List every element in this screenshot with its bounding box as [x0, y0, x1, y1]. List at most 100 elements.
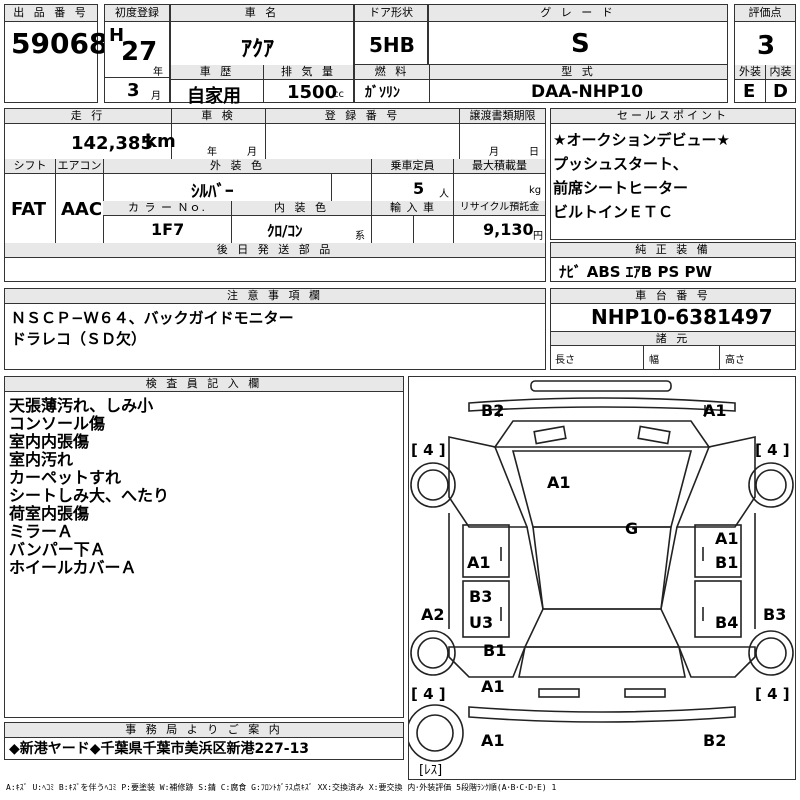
mark-g: G	[625, 519, 639, 538]
mark-b2-top: B2	[481, 401, 505, 420]
score-cell: 評価点 3 外装 内装 E D	[734, 4, 796, 103]
grade: S	[571, 29, 590, 59]
capacity-label: 乗車定員	[371, 159, 453, 174]
ext-color-label: 外 装 色	[103, 159, 371, 174]
mark-a1-top: A1	[703, 401, 727, 420]
transfer-doc-label: 譲渡書類期限	[459, 109, 545, 124]
grade-label: グ レ ー ド	[429, 5, 727, 22]
car-name-cell: 車 名 ｱｸｱ 車 歴 排 気 量 自家用 1500 cc	[170, 4, 354, 107]
sales-line-4: ビルトインＥＴＣ	[553, 203, 674, 221]
int-color: ｸﾛ/ｺﾝ	[267, 222, 303, 240]
fuel: ｶﾞｿﾘﾝ	[365, 85, 400, 101]
inspector-label: 検 査 員 記 入 欄	[5, 377, 403, 392]
inspector-line-9: バンパー下Ａ	[9, 540, 106, 559]
tire-tread-front-left: [ 4 ]	[411, 441, 446, 459]
chassis-box: 車 台 番 号 NHP10-6381497 諸 元 長さ 幅 高さ	[550, 288, 796, 370]
max-load-unit: kg	[529, 185, 542, 196]
lot-number-cell: 出 品 番 号 59068	[4, 4, 108, 103]
inspector-line-1: 天張薄汚れ、しみ小	[9, 396, 154, 415]
model-label: 型 式	[429, 65, 727, 80]
dims-label: 諸 元	[551, 331, 795, 346]
car-outline-diagram	[409, 380, 794, 762]
inspection-label: 車 検	[171, 109, 265, 124]
capacity: 5	[413, 179, 425, 198]
recycle-label: リサイクル預託金	[453, 201, 545, 216]
mark-b2-bottom: B2	[703, 731, 727, 750]
displacement-unit: cc	[333, 89, 344, 100]
equipment-box: 純 正 装 備 ﾅﾋﾞ ABS ｴｱB PS PW	[550, 242, 796, 282]
transfer-month: 月	[489, 147, 499, 158]
office-box: 事 務 局 よ り ご 案 内 ◆新港ヤード◆千葉県千葉市美浜区新港227-13	[4, 722, 404, 760]
notes-line-2: ドラレコ（ＳＤ欠）	[11, 330, 147, 348]
width-label: 幅	[649, 355, 659, 366]
int-grade-label: 内装	[765, 65, 795, 80]
first-registration-label: 初度登録	[105, 5, 169, 22]
int-color-unit: 系	[355, 231, 365, 242]
mark-a2-left: A2	[421, 605, 445, 624]
inspector-line-6: シートしみ大、へたり	[9, 486, 170, 505]
mark-b3-right: B3	[763, 605, 787, 624]
reg-year: 27	[121, 37, 158, 67]
mark-a1-bottom: A1	[481, 731, 505, 750]
reg-no-label: 登 録 番 号	[265, 109, 459, 124]
displacement-label: 排 気 量	[263, 65, 353, 80]
displacement: 1500	[287, 82, 338, 103]
door-label: ドア形状	[355, 5, 427, 22]
ac: AAC	[61, 199, 103, 220]
ac-label: エアコン	[55, 159, 103, 174]
mark-a1-left-front: A1	[467, 553, 491, 572]
sales-point-label: セールスポイント	[551, 109, 795, 124]
score: 3	[757, 31, 776, 61]
height-label: 高さ	[725, 355, 745, 366]
tire-tread-rear-right: [ 4 ]	[755, 685, 790, 703]
sales-line-1: ★オークションデビュー★	[553, 131, 730, 149]
ext-color: ｼﾙﾊﾞｰ	[191, 182, 234, 202]
inspector-line-7: 荷室内張傷	[9, 504, 90, 523]
inspector-line-5: カーペットすれ	[9, 468, 122, 487]
int-color-label: 内 装 色	[231, 201, 371, 216]
notes-line-1: ＮＳＣＰ−Ｗ６４、バックガイドモニター	[11, 309, 294, 327]
mileage: 142,385	[71, 133, 153, 154]
tire-tread-front-right: [ 4 ]	[755, 441, 790, 459]
top-info-box: 出 品 番 号 59068 初度登録 H 27 年 3 月 車 名 ｱｸｱ 車 …	[4, 4, 796, 107]
mark-a1-roof: A1	[547, 473, 571, 492]
sales-line-2: プッシュスタート、	[553, 155, 688, 173]
era: H	[109, 25, 125, 46]
sales-point-box: セールスポイント ★オークションデビュー★ プッシュスタート、 前席シートヒータ…	[550, 108, 796, 240]
color-no-label: カ ラ ー Ｎｏ.	[103, 201, 231, 216]
spare-tire-label: [ﾚｽ]	[419, 763, 443, 778]
mileage-unit: km	[145, 131, 176, 152]
notes-box: 注 意 事 項 欄 ＮＳＣＰ−Ｗ６４、バックガイドモニター ドラレコ（ＳＤ欠）	[4, 288, 546, 370]
mark-b1-left: B1	[483, 641, 507, 660]
later-parts-label: 後 日 発 送 部 品	[5, 243, 545, 258]
ext-grade-label: 外装	[735, 65, 765, 80]
middle-info-box: 走 行 車 検 登 録 番 号 譲渡書類期限 142,385 km 年 月 月 …	[4, 108, 546, 282]
shift: FAT	[11, 199, 47, 220]
year-unit: 年	[153, 67, 163, 78]
capacity-unit: 人	[439, 189, 449, 200]
color-no: 1F7	[151, 220, 185, 239]
fuel-label: 燃 料	[355, 65, 429, 80]
mark-u3: U3	[469, 613, 494, 632]
chassis-number: NHP10-6381497	[591, 305, 773, 329]
inspector-line-4: 室内汚れ	[9, 450, 74, 469]
office-label: 事 務 局 よ り ご 案 内	[5, 723, 403, 738]
fuel-model-row: 燃 料 型 式 ｶﾞｿﾘﾝ DAA-NHP10	[354, 64, 728, 103]
notes-label: 注 意 事 項 欄	[5, 289, 545, 304]
inspector-line-10: ホイールカバーＡ	[9, 558, 137, 577]
inspection-year-unit: 年	[207, 147, 217, 158]
mileage-label: 走 行	[5, 109, 171, 124]
equipment-label: 純 正 装 備	[551, 243, 795, 258]
car-diagram-box: B2 A1 [ 4 ] [ 4 ] A1 G A1 A1 B1 B3 A2 B3…	[408, 376, 796, 780]
mark-b3-left: B3	[469, 587, 493, 606]
chassis-label: 車 台 番 号	[551, 289, 795, 304]
office-info: ◆新港ヤード◆千葉県千葉市美浜区新港227-13	[9, 741, 310, 757]
shift-label: シフト	[5, 159, 55, 174]
inspector-line-3: 室内内張傷	[9, 432, 90, 451]
mark-b1-right-front: B1	[715, 553, 739, 572]
reg-month: 3	[127, 80, 140, 101]
lot-number-label: 出 品 番 号	[5, 5, 97, 22]
first-registration-cell: 初度登録 H 27 年 3 月	[104, 4, 170, 103]
history-label: 車 歴	[171, 65, 263, 80]
history: 自家用	[187, 86, 241, 107]
